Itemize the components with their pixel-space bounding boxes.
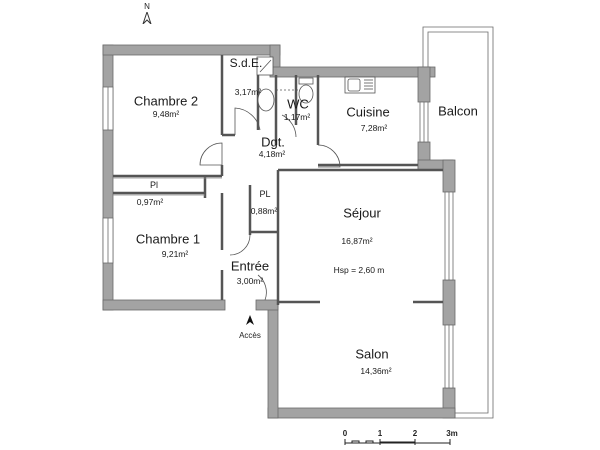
scale-tick-0: 0	[342, 429, 348, 438]
room-entree-name: Entrée	[230, 258, 270, 274]
room-pl1-area: 0,97m²	[136, 197, 164, 207]
room-pl2-name: PL	[259, 189, 271, 199]
entry-marker: Accès	[238, 312, 262, 340]
room-cuisine-area: 7,28m²	[360, 123, 388, 133]
fixtures	[256, 56, 376, 112]
room-sejour-area: 16,87m²	[341, 236, 373, 246]
room-chambre1-name: Chambre 1	[135, 231, 201, 247]
scale-tick-2: 2	[412, 429, 418, 438]
room-chambre2-area: 9,48m²	[152, 109, 180, 119]
ceiling-height-note: Hsp = 2,60 m	[333, 265, 385, 275]
balcony-railing	[422, 26, 494, 419]
scale-tick-1: 1	[377, 429, 383, 438]
room-chambre2-name: Chambre 2	[133, 93, 199, 109]
room-dgt-area: 4,18m²	[258, 149, 286, 159]
room-sde-area: 3,17m²	[234, 87, 262, 97]
room-dgt-name: Dgt.	[261, 134, 285, 150]
room-chambre1-area: 9,21m²	[161, 249, 189, 259]
interior-walls	[113, 55, 443, 305]
room-wc-name: WC	[287, 96, 309, 112]
room-cuisine-name: Cuisine	[346, 104, 390, 120]
room-salon-area: 14,36m²	[360, 366, 392, 376]
compass-label: N	[144, 2, 150, 11]
room-sejour-name: Séjour	[343, 205, 381, 221]
windows	[102, 86, 454, 389]
entry-arrow-icon	[246, 315, 254, 325]
north-arrow-icon	[142, 10, 152, 25]
room-pl1-name: Pl	[149, 180, 159, 190]
room-balcon-name: Balcon	[438, 103, 478, 119]
room-salon-name: Salon	[355, 346, 389, 362]
entry-label: Accès	[239, 331, 261, 340]
scale-tick-3: 3m	[446, 429, 458, 438]
doors	[199, 107, 341, 301]
room-entree-area: 3,00m²	[236, 276, 264, 286]
compass: N	[140, 2, 154, 29]
room-sde-name: S.d.E.	[229, 56, 263, 70]
room-pl2-area: 0,88m²	[250, 206, 278, 216]
room-wc-area: 1,17m²	[283, 112, 311, 122]
